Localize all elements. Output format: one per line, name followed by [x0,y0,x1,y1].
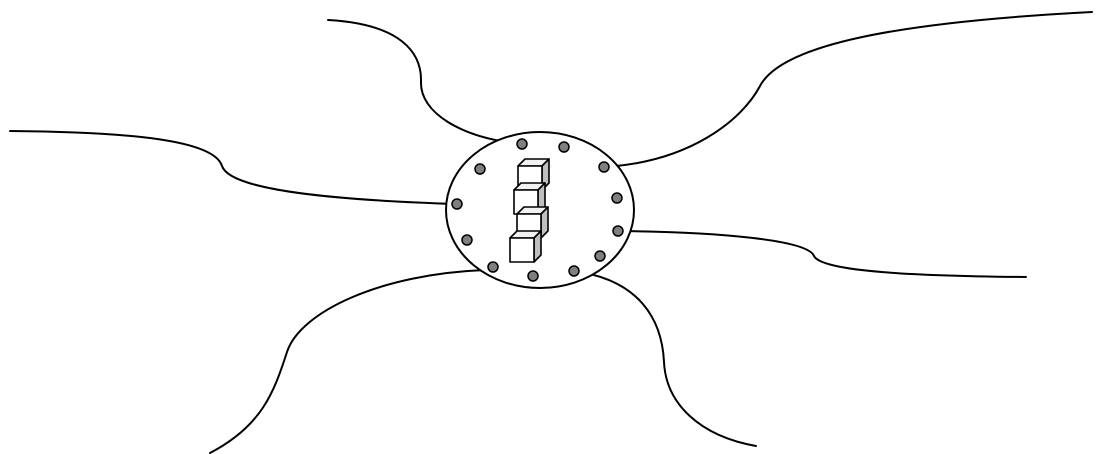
port-dot [475,164,485,174]
port-dot [462,235,472,245]
port-dot [569,266,579,276]
port-dot [559,142,569,152]
port-dot [613,226,623,236]
port-dot [452,199,462,209]
connection-line-left [10,131,457,204]
connection-line-right [618,231,1026,277]
port-dot [595,251,605,261]
port-dot [612,193,622,203]
connection-line-bottom-right [574,271,756,446]
port-dot [517,139,527,149]
connection-line-top-right [604,12,1092,167]
port-dot [599,162,609,172]
connection-line-bottom-left [210,270,485,453]
port-dot [528,271,538,281]
connection-line-top [328,20,522,144]
stack-block [510,231,541,262]
port-dot [488,262,498,272]
